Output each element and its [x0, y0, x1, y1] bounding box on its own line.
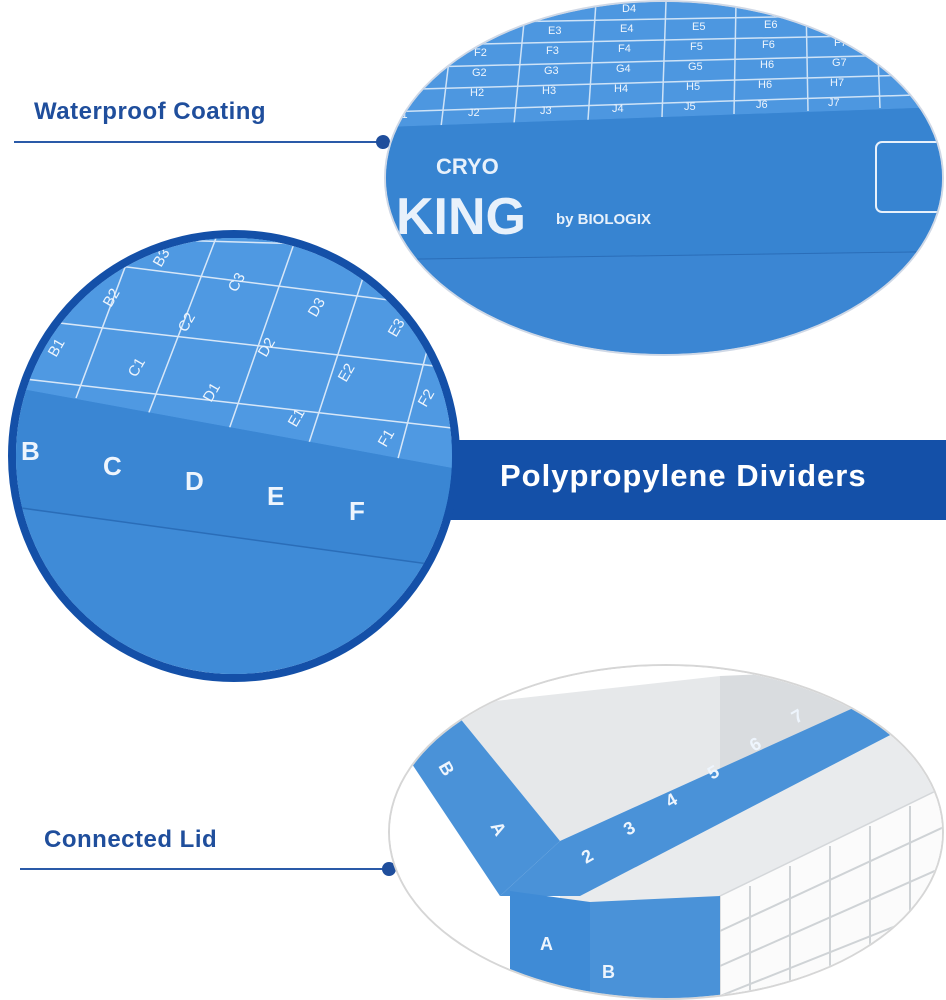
- box-letter-labels: AB: [540, 934, 615, 982]
- row-letter-label: B: [21, 436, 40, 466]
- row-letter-label: F: [349, 496, 365, 526]
- label-window: [875, 141, 942, 213]
- grid-cell-label: J3: [540, 105, 552, 117]
- grid-cell-label: E2: [335, 361, 359, 385]
- grid-cell-label: G4: [616, 63, 631, 75]
- grid-cell-label: J1: [396, 109, 408, 121]
- grid-cell-label: B2: [100, 286, 124, 310]
- grid-cell-label: G2: [472, 67, 487, 79]
- brand-cryo-text: CRYO: [436, 154, 499, 179]
- grid-cell-label: E1: [404, 29, 417, 41]
- grid-cell-label: E4: [620, 23, 633, 35]
- mid-side-letters: B C D E F: [21, 436, 365, 526]
- grid-cell-label: F2: [415, 386, 438, 410]
- grid-cell-label: H6: [760, 59, 774, 71]
- grid-cell-label: G1: [400, 69, 415, 81]
- waterproof-leader-line: [14, 141, 384, 143]
- grid-cell-label: H3: [542, 85, 556, 97]
- grid-cell-label: F1: [402, 49, 415, 61]
- grid-cell-label: E2: [476, 27, 489, 39]
- grid-cell-label: D1: [406, 9, 420, 21]
- grid-cell-label: D3: [550, 5, 564, 17]
- grid-cell-label: B3: [150, 246, 174, 270]
- grid-cell-label: H6: [758, 79, 772, 91]
- grid-cell-label: F6: [762, 39, 775, 51]
- grid-cell-label: E5: [692, 21, 705, 33]
- grid-cell-label: J7: [828, 97, 840, 109]
- grid-cell-label: F4: [618, 43, 631, 55]
- box-letter-label: B: [602, 962, 615, 982]
- connected-lid-label: Connected Lid: [44, 826, 218, 853]
- grid-cell-label: D2: [478, 7, 492, 19]
- lid-leader-dot: [382, 862, 396, 876]
- grid-cell-label: H5: [686, 81, 700, 93]
- grid-cell-label: F3: [546, 45, 559, 57]
- row-letter-label: E: [267, 481, 284, 511]
- grid-cell-label: B1: [45, 336, 69, 360]
- grid-cell-label: G3: [544, 65, 559, 77]
- grid-cell-label: J2: [468, 107, 480, 119]
- polypropylene-dividers-label: Polypropylene Dividers: [500, 458, 867, 493]
- row-letter-label: C: [103, 451, 122, 481]
- dividers-banner: [430, 440, 946, 520]
- waterproof-leader-dot: [376, 135, 390, 149]
- grid-cell-label: E7: [836, 17, 849, 29]
- row-letter-label: D: [185, 466, 204, 496]
- grid-cell-label: J5: [684, 101, 696, 113]
- grid-cell-label: F1: [375, 426, 398, 450]
- grid-cell-label: H7: [830, 77, 844, 89]
- grid-cell-label: J4: [612, 103, 624, 115]
- box-letter-label: A: [540, 934, 553, 954]
- grid-cell-label: F5: [690, 41, 703, 53]
- grid-cell-label: F2: [474, 47, 487, 59]
- grid-cell-label: E3: [548, 25, 561, 37]
- grid-cell-label: J6: [756, 99, 768, 111]
- waterproof-coating-label: Waterproof Coating: [34, 98, 267, 125]
- grid-cell-label: G5: [688, 61, 703, 73]
- grid-cell-label: H1: [398, 89, 412, 101]
- grid-cell-label: E1: [285, 406, 309, 430]
- brand-king-text: KING: [396, 188, 526, 246]
- grid-cell-label: H4: [614, 83, 628, 95]
- grid-cell-label: G7: [832, 57, 847, 69]
- grid-cell-label: H2: [470, 87, 484, 99]
- grid-cell-label: E6: [764, 19, 777, 31]
- lid-leader-line: [20, 868, 390, 870]
- grid-cell-label: F7: [834, 37, 847, 49]
- grid-cell-label: D4: [622, 3, 636, 15]
- brand-by-text: by BIOLOGIX: [556, 211, 651, 228]
- grid-cell-label: E3: [385, 316, 409, 340]
